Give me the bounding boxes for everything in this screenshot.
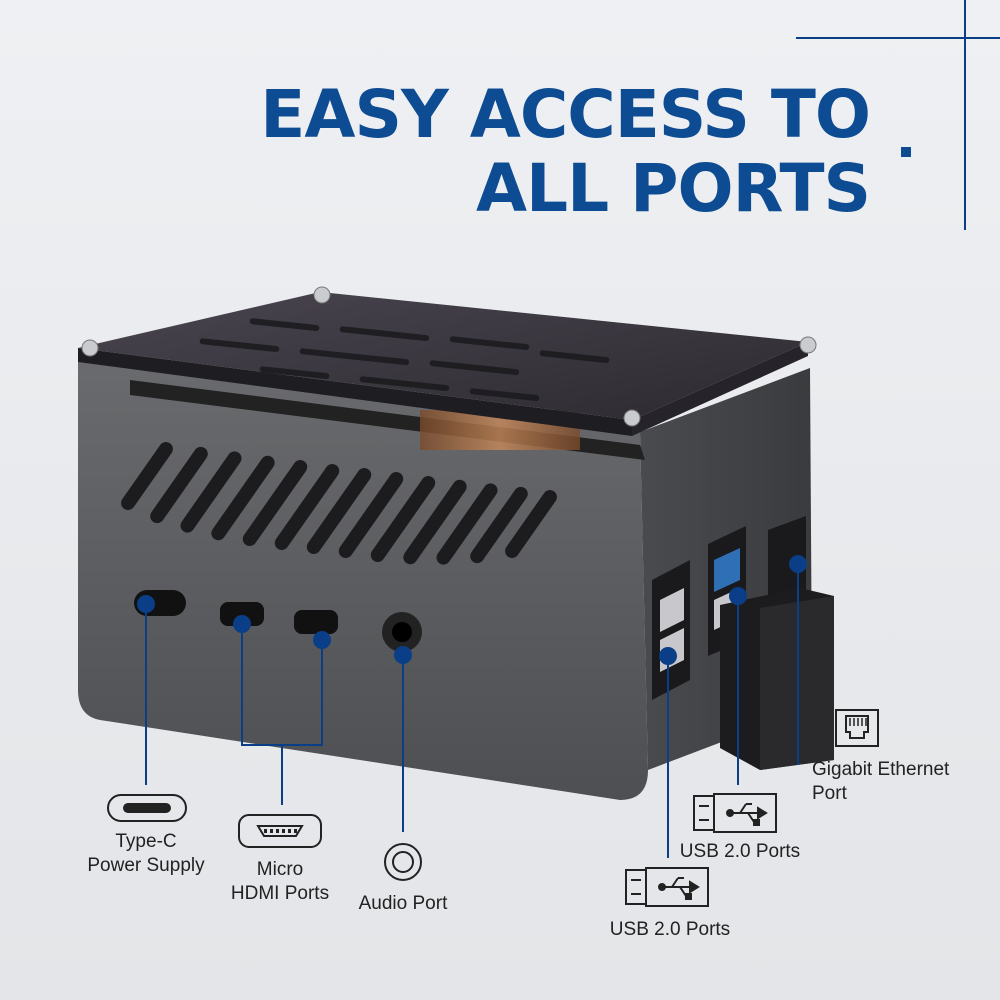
connector-dots: [137, 555, 807, 665]
audio-jack-icon: [384, 843, 422, 881]
connector-lines: [145, 564, 799, 858]
ethernet-label-line-1: Gigabit Ethernet: [812, 759, 950, 780]
case-body: [78, 356, 812, 800]
usb-icon: [693, 793, 777, 833]
headline-dot: [901, 147, 911, 157]
headline-line-1: EASY ACCESS TO: [260, 76, 871, 153]
audio-port-label: Audio Port: [358, 893, 448, 914]
acrylic-lid: [78, 286, 817, 436]
type-c-label-line-2: Power Supply: [87, 855, 205, 876]
usb-icon-lower: [625, 867, 709, 907]
vent-slots: [121, 441, 557, 565]
micro-hdmi-label-line-1: Micro: [256, 859, 304, 880]
type-c-icon: [107, 794, 187, 822]
usb-upper-label: USB 2.0 Ports: [679, 841, 801, 862]
headline: EASY ACCESS TO ALL PORTS: [260, 76, 871, 227]
micro-hdmi-icon: [238, 814, 322, 848]
micro-hdmi-label-line-2: HDMI Ports: [230, 883, 330, 904]
usb-lower-label: USB 2.0 Ports: [609, 919, 731, 940]
headline-line-2: ALL PORTS: [475, 150, 871, 227]
type-c-label: Type-C Power Supply: [76, 830, 216, 878]
ethernet-label-line-2: Port: [812, 783, 847, 804]
decorative-horizontal-line: [796, 37, 1000, 39]
decorative-vertical-line: [964, 0, 966, 230]
ethernet-icon: [835, 709, 879, 747]
type-c-label-line-1: Type-C: [115, 831, 177, 852]
ethernet-label: Gigabit Ethernet Port: [812, 758, 949, 806]
micro-hdmi-label: Micro HDMI Ports: [220, 858, 340, 906]
